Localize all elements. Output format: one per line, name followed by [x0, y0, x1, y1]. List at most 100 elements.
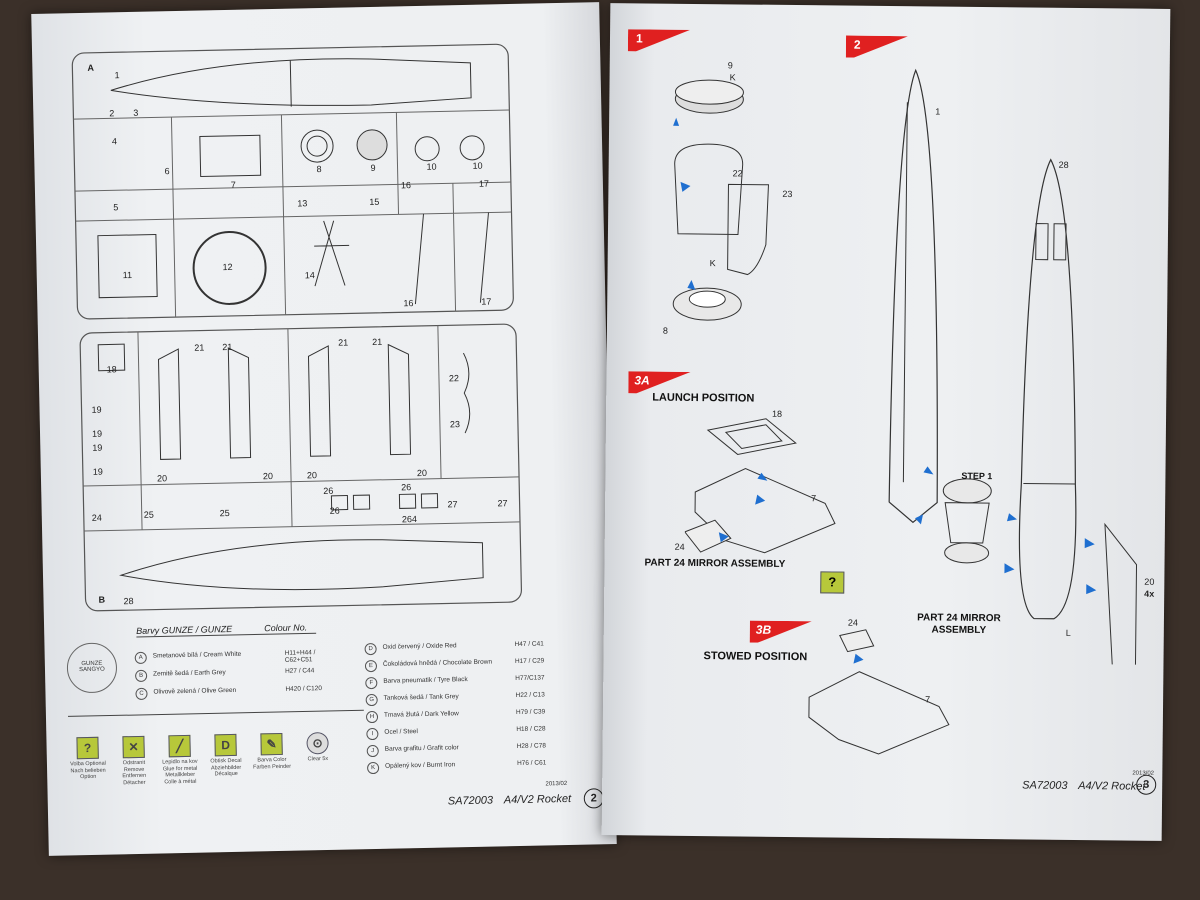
part-label: 12	[222, 261, 233, 273]
part-label: 19	[91, 428, 103, 439]
step-2-diagram	[888, 68, 1138, 665]
step-flag-3b	[749, 620, 812, 643]
part-label: 18	[772, 408, 783, 419]
part-label: 1	[935, 106, 941, 117]
legend-divider	[67, 709, 364, 717]
part-label: 25	[143, 509, 154, 520]
part-label: 20	[1144, 576, 1155, 587]
part-label: 20	[156, 473, 168, 484]
part-label: 26	[401, 482, 412, 493]
part-label: 26	[323, 485, 334, 497]
step-number: 2	[853, 37, 861, 52]
part-label: 28	[1058, 159, 1069, 170]
step-number: 3A	[634, 373, 650, 388]
sprue-a-frame	[71, 43, 514, 320]
part-label: 7	[925, 694, 931, 705]
part-label: 19	[92, 442, 103, 453]
part-label: 13	[297, 198, 308, 209]
step-flag-2	[845, 35, 909, 58]
legend-color: ✎Barva Color Farben Peinder	[250, 732, 293, 771]
part-label: 21	[372, 336, 383, 347]
step-flag-1	[627, 29, 691, 52]
part-label: 6	[164, 166, 170, 177]
instruction-page-left: A B 1 2 3 4 5 6 7 8 9 10 10 11 12 13 14 …	[31, 2, 617, 856]
part-label: 24	[91, 512, 102, 523]
part-label: 21	[338, 337, 349, 348]
part-label: 2	[109, 108, 115, 119]
tool-marker: K	[709, 258, 716, 269]
glue-icon: ╱	[168, 734, 191, 758]
part-label: 7	[811, 493, 817, 504]
part-label: 23	[782, 188, 793, 200]
footer-code: SA72003	[447, 794, 494, 808]
part-label: 16	[400, 180, 412, 191]
step-title: LAUNCH POSITION	[652, 391, 755, 405]
clear-lens-icon: ⊙	[306, 731, 329, 755]
part-label: 19	[92, 466, 103, 477]
part-label: 11	[122, 269, 133, 281]
footer-title: A4/V2 Rocket	[503, 792, 572, 807]
decal-icon: D	[214, 733, 237, 757]
part-label: 20	[416, 467, 428, 479]
optional-icon: ?	[820, 571, 845, 594]
part-label: 5	[113, 202, 119, 213]
page-number: 3	[1136, 774, 1157, 795]
step-number: 3B	[755, 622, 772, 637]
sub-step-label: STEP 1	[961, 470, 993, 482]
sprue-a-label: A	[87, 62, 94, 73]
colors-title-underline	[136, 632, 317, 638]
part-label: 17	[481, 296, 492, 307]
part-label: 20	[306, 470, 318, 481]
part-label: 264	[401, 514, 418, 525]
part-label: 1	[114, 70, 120, 81]
paint-brush-icon: ✎	[260, 732, 283, 756]
footer-code: SA72003	[1022, 779, 1068, 792]
gunze-logo: GUNZE SANGYO	[66, 642, 118, 694]
tool-marker: K	[729, 72, 736, 83]
part-label: 23	[449, 419, 461, 430]
part-label: 24	[847, 617, 858, 628]
part-label: 10	[472, 160, 483, 171]
step-1-diagram	[672, 79, 770, 321]
part-label: 7	[230, 179, 236, 190]
part-label: 9	[727, 60, 733, 71]
legend-glue-metal: ╱Lepidlo na kov Glue for metal Metallkle…	[158, 734, 201, 786]
part-label: 25	[219, 507, 230, 519]
step-title: STOWED POSITION	[703, 650, 808, 664]
part-label: 24	[674, 541, 685, 552]
optional-icon: ?	[76, 736, 99, 760]
page-number: 2	[583, 788, 605, 809]
step-3b-diagram	[808, 629, 950, 755]
quantity-label: 4x	[1144, 588, 1155, 599]
sprue-b-label: B	[98, 594, 106, 605]
part-label: 8	[662, 325, 669, 336]
part-label: 20	[262, 471, 274, 482]
part-label: 3	[133, 107, 139, 118]
part-label: 9	[370, 162, 376, 173]
legend-clear: ⊙Clear 5x	[296, 731, 339, 763]
part-label: 22	[448, 373, 460, 384]
step-3a-diagram	[684, 418, 836, 554]
part-label: 21	[194, 342, 205, 353]
part-label: 21	[222, 341, 233, 353]
part-label: 4	[111, 136, 118, 147]
part-label: 18	[106, 364, 117, 375]
part-label: 26	[329, 505, 340, 516]
tool-marker: L	[1065, 627, 1071, 638]
part-label: 17	[478, 178, 490, 189]
step-note: PART 24 MIRROR ASSEMBLY	[644, 557, 786, 570]
part-label: 27	[447, 499, 458, 510]
